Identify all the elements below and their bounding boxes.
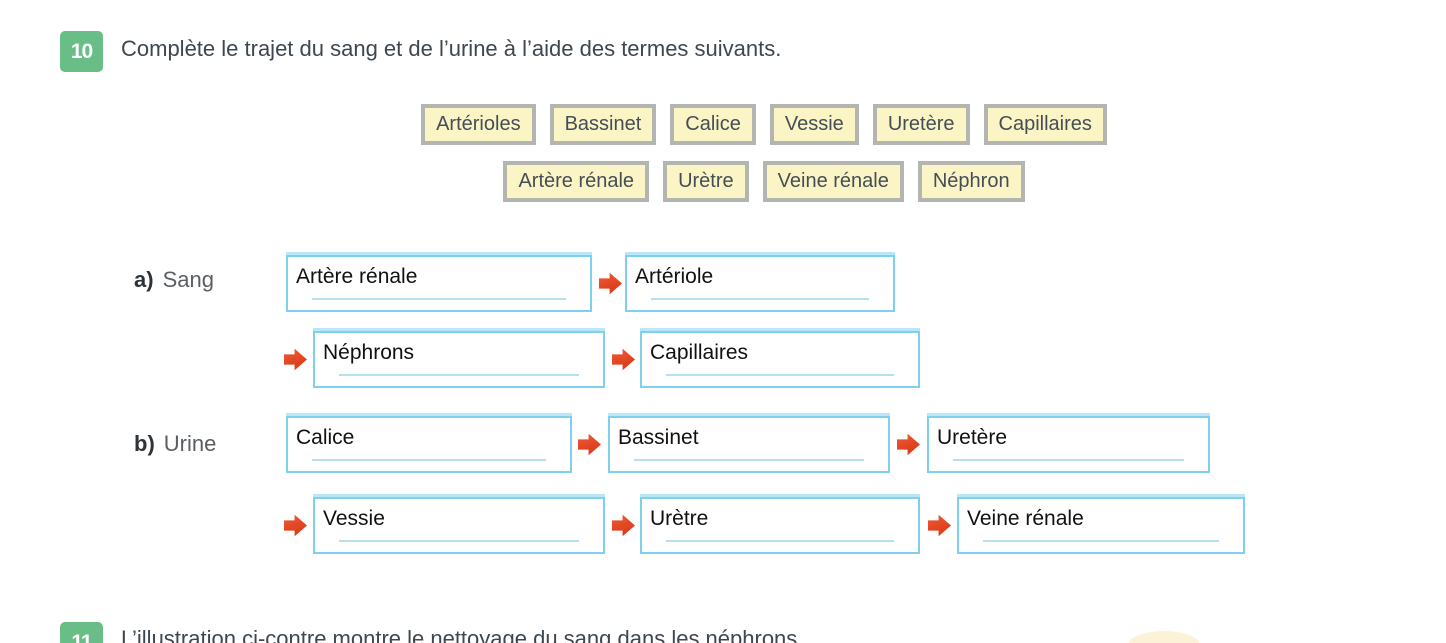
answer-underline	[634, 459, 864, 461]
answer-text: Uretère	[937, 426, 1008, 449]
arrow-right-icon	[897, 433, 920, 456]
answer-box-urine-6[interactable]: Veine rénale	[957, 497, 1245, 554]
answer-box-sang-1[interactable]: Artère rénale	[286, 255, 592, 312]
term-chip-artere-renale[interactable]: Artère rénale	[503, 161, 650, 202]
answer-box-sang-2[interactable]: Artériole	[625, 255, 895, 312]
part-a-label: a) Sang	[134, 267, 214, 293]
term-chip-capillaires[interactable]: Capillaires	[983, 104, 1107, 145]
arrow-right-icon	[599, 272, 622, 295]
arrow-right-icon	[612, 514, 635, 537]
illustration-top-edge	[1128, 631, 1200, 643]
answer-underline	[339, 374, 579, 376]
answer-text: Néphrons	[323, 341, 415, 364]
part-a-letter: a)	[134, 267, 154, 292]
arrow-right-icon	[928, 514, 951, 537]
answer-box-sang-4[interactable]: Capillaires	[640, 331, 920, 388]
answer-underline	[983, 540, 1219, 542]
answer-text: Bassinet	[618, 426, 699, 449]
answer-text: Artériole	[635, 265, 714, 288]
question-10-badge: 10	[60, 31, 103, 72]
part-b-name: Urine	[163, 431, 217, 456]
answer-box-urine-3[interactable]: Uretère	[927, 416, 1210, 473]
answer-underline	[312, 298, 566, 300]
term-bank-row-1: Artérioles Bassinet Calice Vessie Uretèr…	[421, 104, 1107, 145]
answer-box-urine-2[interactable]: Bassinet	[608, 416, 890, 473]
arrow-right-icon	[578, 433, 601, 456]
part-b-letter: b)	[134, 431, 155, 456]
answer-text: Calice	[296, 426, 355, 449]
term-chip-arterioles[interactable]: Artérioles	[421, 104, 536, 145]
answer-underline	[312, 459, 546, 461]
term-chip-vessie[interactable]: Vessie	[769, 104, 859, 145]
term-chip-veine-renale[interactable]: Veine rénale	[762, 161, 904, 202]
answer-underline	[953, 459, 1184, 461]
arrow-right-icon	[284, 348, 307, 371]
answer-text: Vessie	[323, 507, 385, 530]
term-chip-bassinet[interactable]: Bassinet	[549, 104, 657, 145]
answer-underline	[666, 540, 894, 542]
question-11-number: 11	[71, 630, 92, 643]
term-chip-nephron[interactable]: Néphron	[917, 161, 1025, 202]
answer-underline	[651, 298, 869, 300]
answer-box-urine-5[interactable]: Urètre	[640, 497, 920, 554]
answer-box-sang-3[interactable]: Néphrons	[313, 331, 605, 388]
answer-box-urine-1[interactable]: Calice	[286, 416, 572, 473]
answer-text: Capillaires	[650, 341, 749, 364]
answer-box-urine-4[interactable]: Vessie	[313, 497, 605, 554]
term-bank-row-2: Artère rénale Urètre Veine rénale Néphro…	[503, 161, 1025, 202]
question-10-instruction: Complète le trajet du sang et de l’urine…	[121, 36, 782, 61]
term-chip-uretere[interactable]: Uretère	[872, 104, 970, 145]
arrow-right-icon	[284, 514, 307, 537]
term-chip-calice[interactable]: Calice	[670, 104, 756, 145]
question-11-badge: 11	[60, 622, 103, 643]
term-bank: Artérioles Bassinet Calice Vessie Uretèr…	[408, 104, 1120, 202]
part-b-label: b) Urine	[134, 431, 216, 457]
arrow-right-icon	[612, 348, 635, 371]
question-10-number: 10	[70, 39, 93, 63]
answer-text: Urètre	[650, 507, 709, 530]
answer-text: Veine rénale	[967, 507, 1084, 530]
answer-text: Artère rénale	[296, 265, 418, 288]
answer-underline	[339, 540, 579, 542]
term-chip-uretre[interactable]: Urètre	[663, 161, 749, 202]
question-11-instruction: L’illustration ci-contre montre le netto…	[121, 626, 804, 643]
answer-underline	[666, 374, 894, 376]
part-a-name: Sang	[162, 267, 214, 292]
